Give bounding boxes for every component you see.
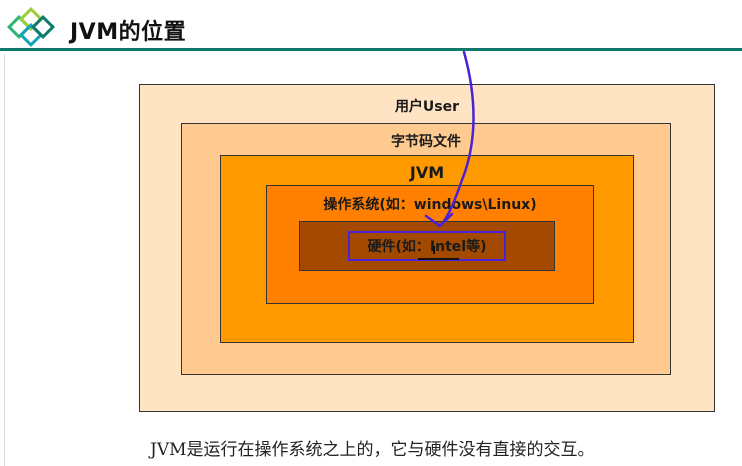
page-title: JVM的位置: [70, 20, 187, 45]
caption-text: JVM是运行在操作系统之上的，它与硬件没有直接的交互。: [150, 440, 595, 460]
layer-hardware-label: 硬件(如：Intel等): [367, 239, 487, 255]
layer-hardware: 硬件(如：Intel等): [299, 221, 555, 271]
layer-bytecode-label: 字节码文件: [391, 134, 461, 150]
left-border: [4, 54, 5, 466]
layer-jvm-label: JVM: [409, 163, 445, 182]
header-divider: [0, 48, 742, 51]
layer-os-label: 操作系统(如：windows\Linux): [323, 197, 537, 213]
annotation-highlight-box: [348, 231, 506, 261]
slide-header: JVM的位置: [0, 0, 742, 54]
layer-user-label: 用户User: [394, 99, 460, 115]
diamond-logo-icon: [6, 6, 56, 48]
